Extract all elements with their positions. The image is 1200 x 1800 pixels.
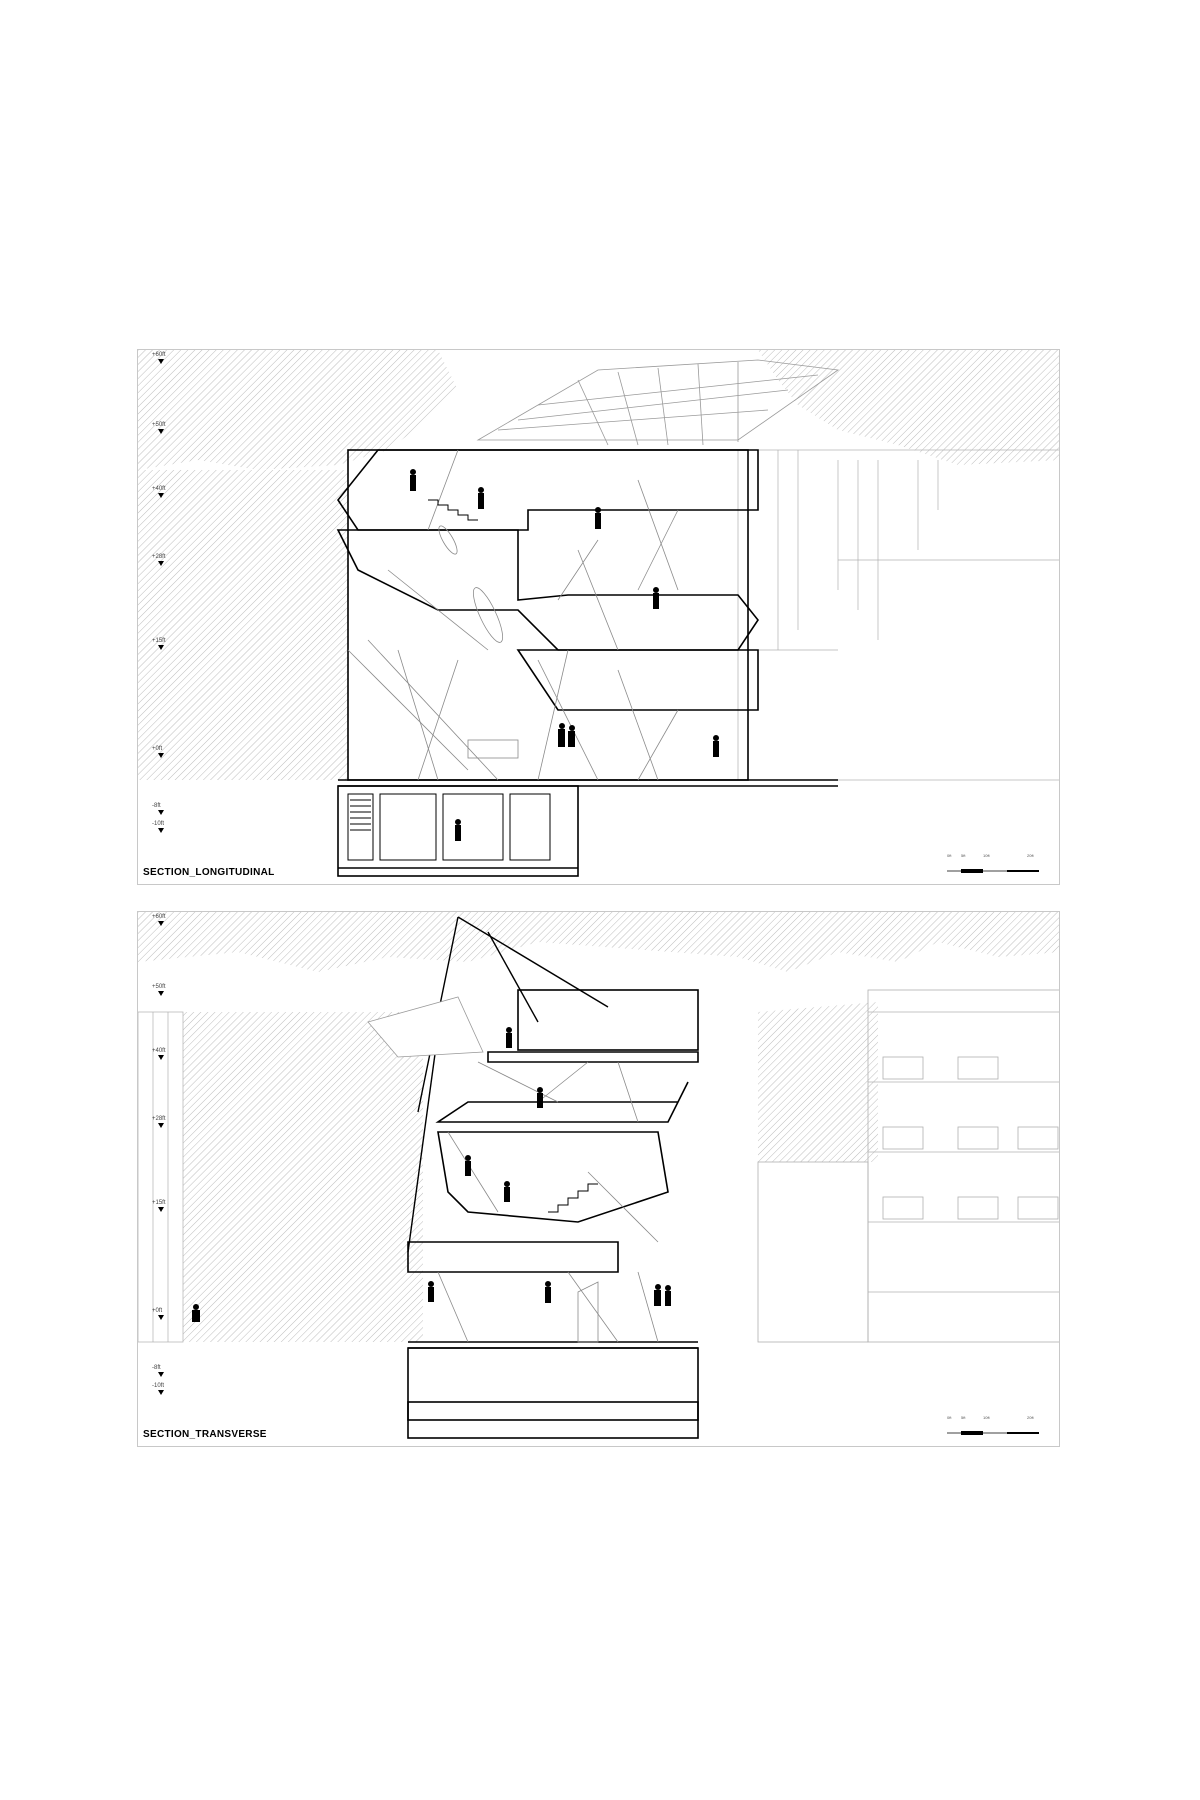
level-label-4: +28ft bbox=[152, 554, 166, 560]
hatch-left-mass bbox=[183, 1012, 423, 1342]
level-marker-icon bbox=[158, 1390, 164, 1395]
section-panel-transverse: +60ft +50ft +40ft +28ft +15ft +0ft -8ft … bbox=[137, 911, 1060, 1447]
level-label-6: +0ft bbox=[152, 1308, 163, 1314]
level-marker-icon bbox=[158, 810, 164, 815]
cantilever-wing bbox=[367, 996, 484, 1058]
section-title: SECTION_TRANSVERSE bbox=[143, 1429, 267, 1440]
neighbour-building-right bbox=[757, 989, 1059, 1343]
canopy-grid bbox=[476, 359, 840, 446]
level-marker-icon bbox=[158, 359, 164, 364]
level-label-1: +60ft bbox=[152, 914, 166, 920]
level-label-8: -10ft bbox=[152, 1383, 165, 1389]
transverse-drawing bbox=[138, 912, 1059, 1439]
level-marker-icon bbox=[158, 561, 164, 566]
left-tower bbox=[138, 1011, 184, 1343]
level-label-1: +60ft bbox=[152, 352, 166, 358]
scale-tick-label: 5ft bbox=[961, 1415, 966, 1420]
people-silhouettes bbox=[192, 1027, 671, 1322]
level-marker-icon bbox=[158, 828, 164, 833]
level-marker-icon bbox=[158, 429, 164, 434]
longitudinal-drawing bbox=[138, 350, 1059, 877]
section-panel-longitudinal: +60ft +50ft +40ft +28ft +15ft +0ft -8ft … bbox=[137, 349, 1060, 885]
scale-tick-label: 10ft bbox=[983, 1415, 990, 1420]
scale-bar: 0ft 5ft 10ft 20ft bbox=[947, 853, 1039, 873]
hatch-left-mass bbox=[138, 470, 348, 780]
stair bbox=[428, 499, 478, 521]
level-label-7: -8ft bbox=[152, 803, 161, 809]
level-label-3: +40ft bbox=[152, 1048, 166, 1054]
structure-diagonals bbox=[437, 1061, 659, 1343]
level-marker-icon bbox=[158, 991, 164, 996]
level-label-5: +15ft bbox=[152, 638, 166, 644]
level-label-2: +50ft bbox=[152, 984, 166, 990]
scale-tick-label: 20ft bbox=[1027, 853, 1034, 858]
level-marker-icon bbox=[158, 1207, 164, 1212]
neighbour-building-right bbox=[737, 449, 1059, 781]
level-marker-icon bbox=[158, 1123, 164, 1128]
level-marker-icon bbox=[158, 493, 164, 498]
building-section bbox=[336, 449, 838, 877]
level-marker-icon bbox=[158, 753, 164, 758]
sky-hatch-top bbox=[138, 912, 1059, 972]
scale-tick-label: 20ft bbox=[1027, 1415, 1034, 1420]
level-marker-icon bbox=[158, 645, 164, 650]
level-marker-icon bbox=[158, 921, 164, 926]
level-label-4: +28ft bbox=[152, 1116, 166, 1122]
level-label-2: +50ft bbox=[152, 422, 166, 428]
level-label-6: +0ft bbox=[152, 746, 163, 752]
structure-diagonals bbox=[347, 449, 679, 781]
level-label-8: -10ft bbox=[152, 821, 165, 827]
level-label-7: -8ft bbox=[152, 1365, 161, 1371]
people-silhouettes bbox=[410, 469, 719, 841]
level-marker-icon bbox=[158, 1372, 164, 1377]
level-label-3: +40ft bbox=[152, 486, 166, 492]
section-title: SECTION_LONGITUDINAL bbox=[143, 867, 275, 878]
scale-tick-label: 5ft bbox=[961, 853, 966, 858]
building-section bbox=[407, 989, 699, 1439]
level-marker-icon bbox=[158, 1055, 164, 1060]
scale-bar: 0ft 5ft 10ft 20ft bbox=[947, 1415, 1039, 1435]
scale-tick-label: 0ft bbox=[947, 853, 952, 858]
level-marker-icon bbox=[158, 1315, 164, 1320]
sky-hatch-left bbox=[138, 350, 458, 470]
stair bbox=[548, 1183, 598, 1213]
level-label-5: +15ft bbox=[152, 1200, 166, 1206]
scale-tick-label: 0ft bbox=[947, 1415, 952, 1420]
hatch-right-mass bbox=[758, 1002, 878, 1162]
basement-rooms bbox=[347, 793, 551, 861]
scale-tick-label: 10ft bbox=[983, 853, 990, 858]
sky-hatch-right bbox=[758, 350, 1059, 465]
